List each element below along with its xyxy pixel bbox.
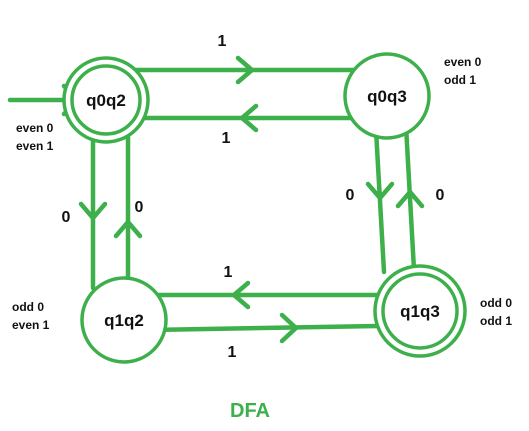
annotation-q1q3-line1: odd 0 bbox=[480, 296, 512, 310]
label-q1q3-to-q1q2: 1 bbox=[224, 264, 233, 281]
diagram-caption: DFA bbox=[230, 400, 270, 422]
annotation-q1q3-line2: odd 1 bbox=[480, 314, 512, 328]
state-q1q2: q1q2 bbox=[80, 276, 168, 364]
annotation-q0q3-line1: even 0 bbox=[444, 55, 482, 69]
state-q0q3-label: q0q3 bbox=[367, 87, 407, 106]
state-q1q2-label: q1q2 bbox=[104, 311, 144, 330]
label-q0q2-to-q1q2: 0 bbox=[62, 209, 71, 226]
annotation-q0q2-line2: even 1 bbox=[16, 139, 54, 153]
state-q1q3: q1q3 bbox=[373, 264, 467, 358]
transition-q0q3-to-q0q2 bbox=[137, 103, 355, 133]
state-q0q3: q0q3 bbox=[343, 52, 431, 140]
transition-q0q2-to-q1q2 bbox=[78, 135, 108, 291]
label-q1q2-to-q0q2: 0 bbox=[135, 199, 144, 216]
label-q1q3-to-q0q3: 0 bbox=[436, 187, 445, 204]
transition-q0q2-to-q0q3 bbox=[127, 55, 363, 85]
transition-q1q2-to-q1q3 bbox=[147, 312, 381, 344]
state-q0q2-label: q0q2 bbox=[86, 91, 126, 110]
transition-q1q3-to-q0q3 bbox=[395, 123, 425, 273]
transition-q1q2-to-q0q2 bbox=[113, 133, 143, 291]
annotation-q0q2-line1: even 0 bbox=[16, 121, 54, 135]
transition-q0q3-to-q1q3 bbox=[365, 127, 395, 275]
label-q1q2-to-q1q3: 1 bbox=[228, 344, 237, 361]
transition-q1q3-to-q1q2 bbox=[145, 280, 383, 310]
annotation-q0q3-line2: odd 1 bbox=[444, 73, 476, 87]
label-q0q3-to-q1q3: 0 bbox=[346, 187, 355, 204]
state-q0q2: q0q2 bbox=[62, 56, 150, 144]
label-q0q2-to-q0q3: 1 bbox=[218, 33, 227, 50]
annotation-q1q2-line2: even 1 bbox=[12, 318, 50, 332]
annotation-q1q2-line1: odd 0 bbox=[12, 300, 44, 314]
label-q0q3-to-q0q2: 1 bbox=[222, 130, 231, 147]
state-q1q3-label: q1q3 bbox=[400, 302, 440, 321]
